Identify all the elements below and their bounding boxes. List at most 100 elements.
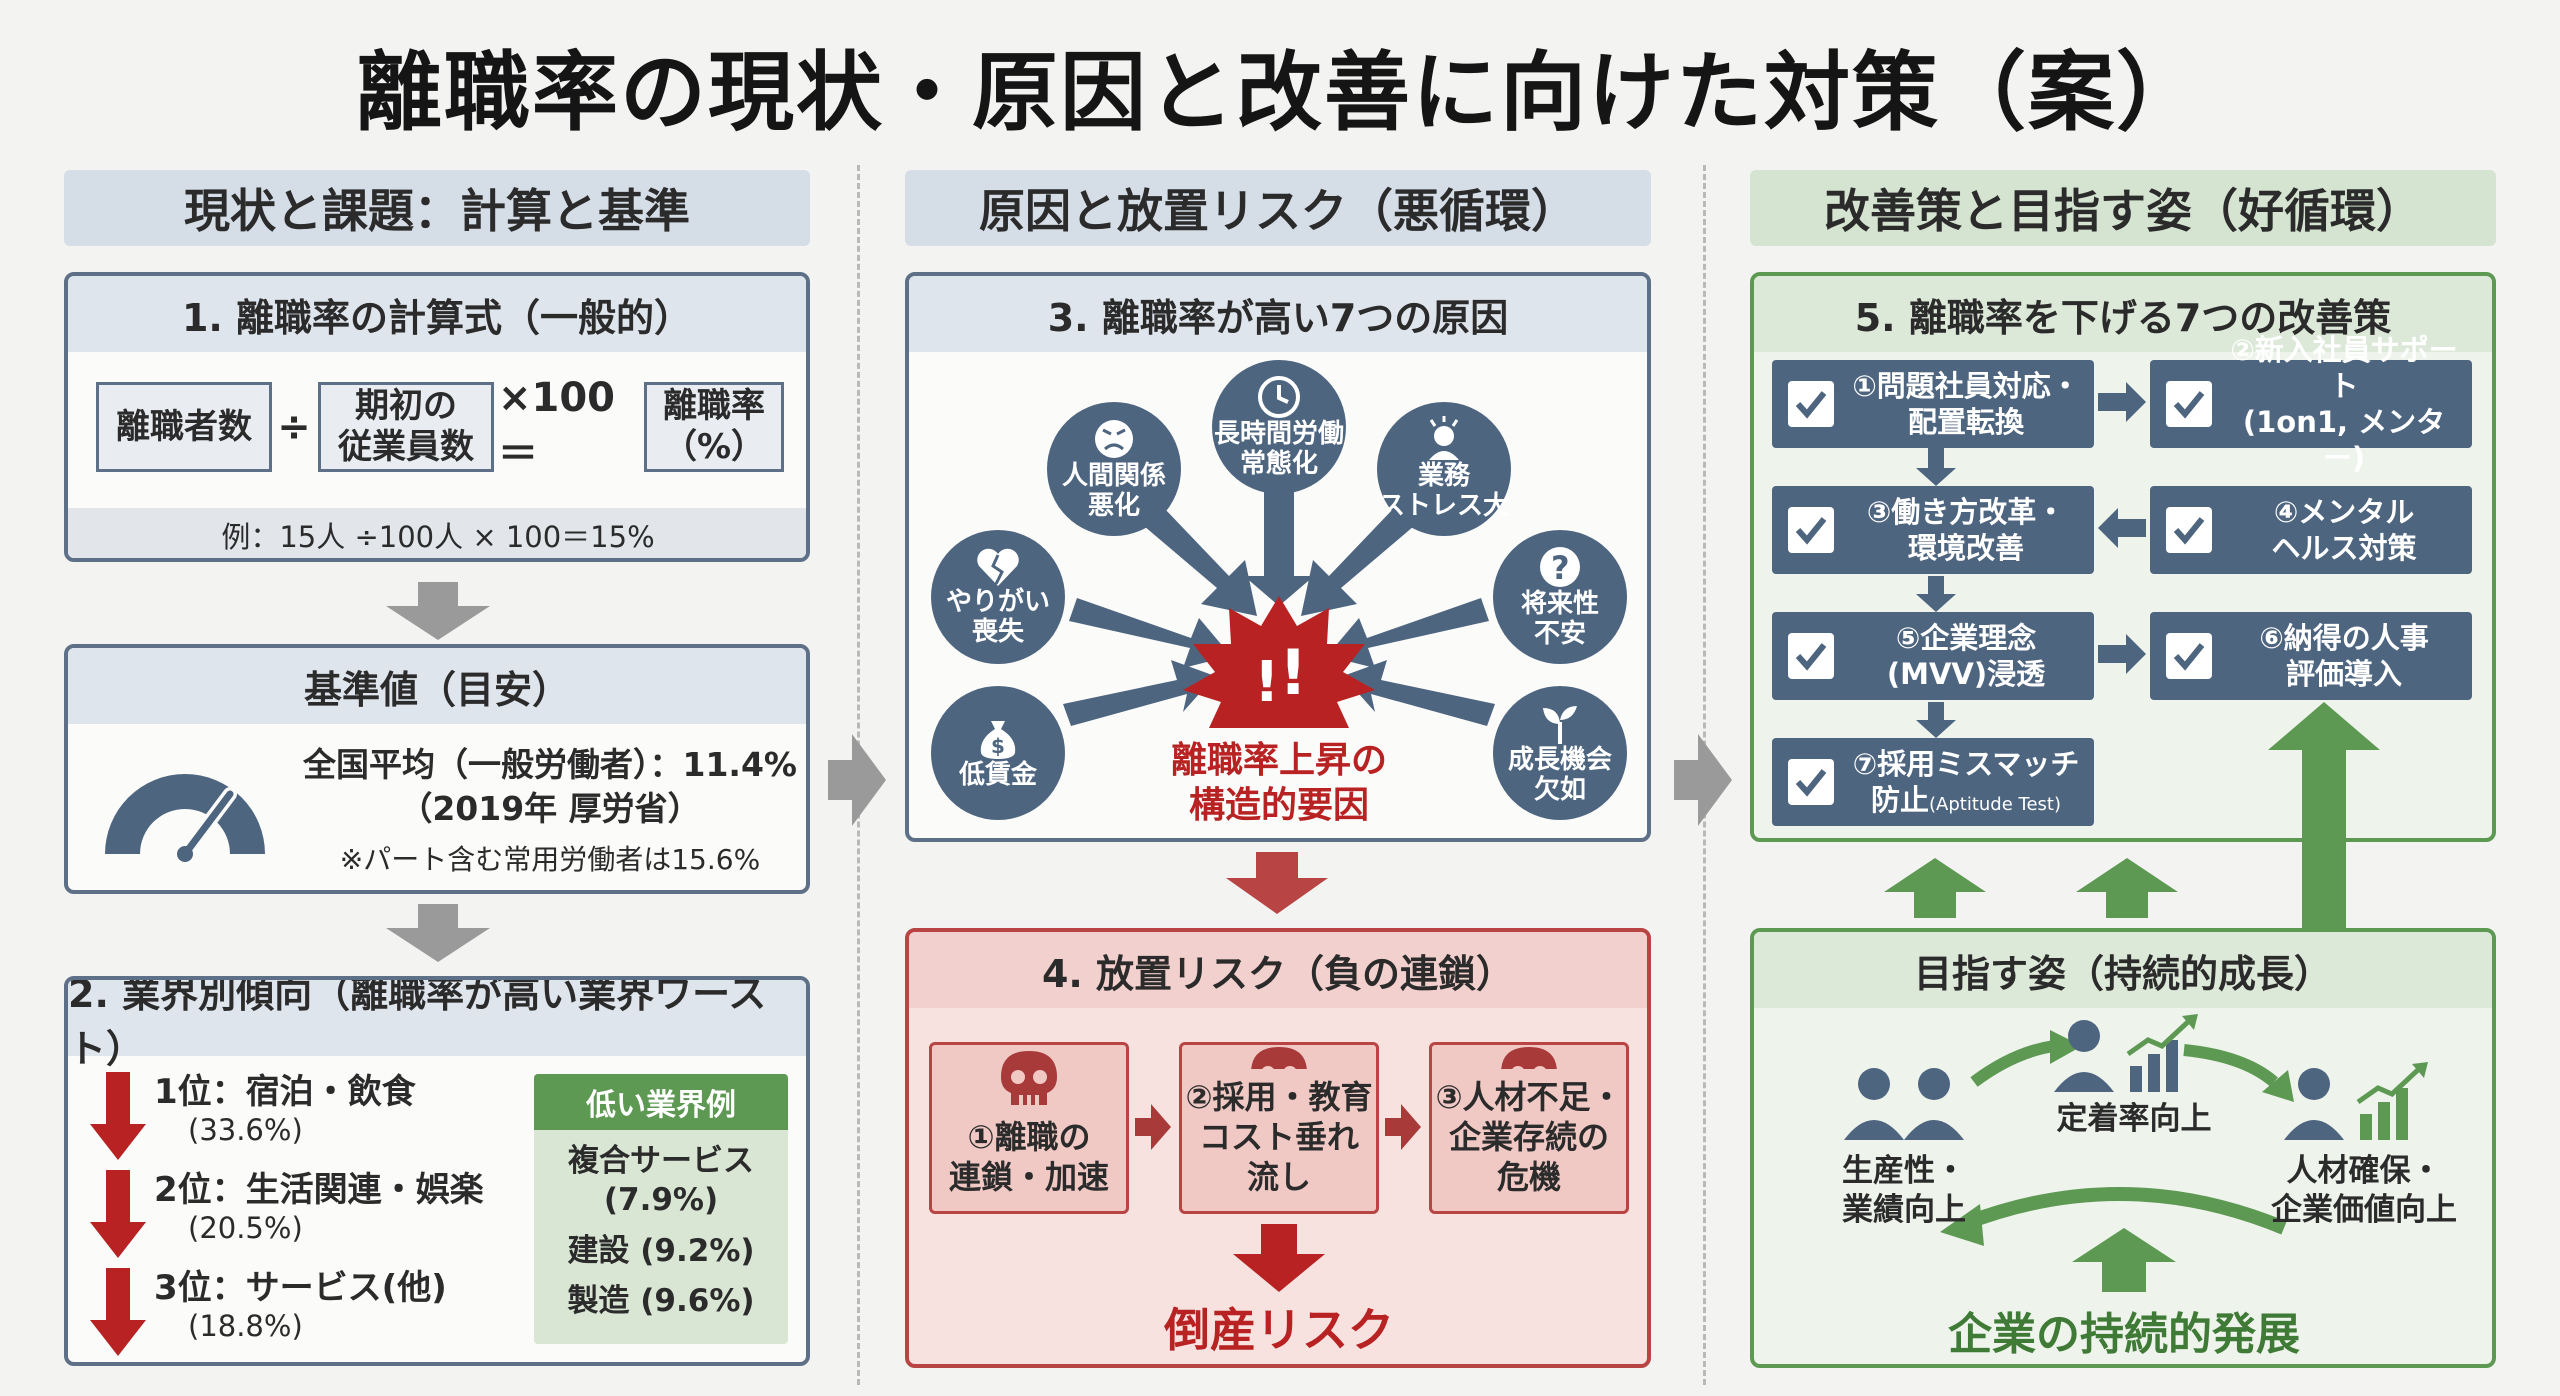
bankruptcy-risk-label: 倒産リスク [1164,1303,1394,1357]
goal-sustainable-development: 企業の持続的発展 [1948,1309,2300,1360]
clock-icon [1258,376,1300,419]
skull-icon [1501,1047,1557,1069]
industry-rank-1: 1位：宿泊・飲食 (33.6%) [154,1072,416,1148]
low-industry-title: 低い業界例 [534,1074,788,1130]
goal-productivity: 生産性・ 業績向上 [1842,1153,1966,1228]
cause-label: やりがい 喪失 [945,587,1050,647]
skull-icon [1251,1047,1307,1069]
risk-chain-1: ①離職の 連鎖・加速 [929,1042,1129,1214]
page-title: 離職率の現状・原因と改善に向けた対策（案） [356,43,2204,143]
risk-chain-label: ①離職の 連鎖・加速 [948,1118,1109,1196]
measure-label: ⑦採用ミスマッチ 防止(Aptitude Test) [1848,746,2094,819]
gauge-icon [105,774,265,862]
question-icon: ? [1540,547,1580,588]
causes-panel: 3. 離職率が高い7つの原因 ! ! [905,272,1651,842]
right-arrow-icon [1674,734,1732,826]
risk-chain-2: ②採用・教育 コスト垂れ 流し [1179,1042,1379,1214]
person-chart-icon [2284,1062,2428,1140]
industry-panel: 2. 業界別傾向（離職率が高い業界ワースト） 1位：宿泊・飲食 (33.6%) … [64,976,810,1366]
angry-face-icon [1095,420,1133,459]
right-arrow-icon [828,734,886,826]
measure-item-2: ②新入社員サポート (1on1, メンター) [2150,333,2472,475]
measure-item-6: ⑥納得の人事 評価導入 [2150,612,2472,700]
column-heading-measures: 改善策と目指す姿（好循環） [1750,170,2496,246]
industry-rank-2: 2位：生活関連・娯楽 (20.5%) [154,1170,484,1246]
measure-label: ④メンタル ヘルス対策 [2271,494,2417,565]
measure-item-4: ④メンタル ヘルス対策 [2150,486,2472,574]
risk-panel: 4. 放置リスク（負の連鎖） ①離職の 連鎖・加速 ②採用・教育 コスト垂れ 流… [905,928,1651,1368]
down-arrow-icon [386,904,490,962]
benchmark-title: 基準値（目安） [68,648,806,724]
risk-chain-3: ③人材不足・ 企業存続の 危機 [1429,1042,1629,1214]
checkbox-icon [1788,507,1834,553]
denominator-box: 期初の 従業員数 [318,382,494,472]
measure-note: (Aptitude Test) [1929,794,2061,815]
benchmark-note: ※パート含む常用労働者は15.6% [339,843,761,876]
goal-retention: 定着率向上 [2056,1101,2212,1137]
measure-item-5: ⑤企業理念 (MVV)浸透 [1772,612,2094,700]
rank-label: 3位：サービス(他) [154,1268,447,1308]
checkbox-icon [2166,507,2212,553]
cycle-arrows [1940,1030,2294,1292]
benchmark-source: （2019年 厚労省） [399,789,701,828]
measure-item-7: ⑦採用ミスマッチ 防止(Aptitude Test) [1772,738,2094,826]
numerator-box: 離職者数 [96,382,272,472]
result-box: 離職率 （%） [644,382,784,472]
low-industry-item: 複合サービス (7.9%) [568,1143,754,1218]
down-arrow-icon [1233,1224,1325,1292]
measure-text: ⑦採用ミスマッチ 防止 [1852,746,2080,817]
up-arrow-icon [2076,858,2178,918]
up-arrow-icon [1884,858,1986,918]
checkbox-icon [1788,759,1834,805]
measure-label: ⑤企業理念 (MVV)浸透 [1886,620,2046,691]
formula-title: 1. 離職率の計算式（一般的） [68,276,806,352]
svg-text:!: ! [1279,636,1307,709]
multiply-symbol: ×100＝ [498,375,616,477]
cause-label: 将来性 不安 [1520,589,1599,649]
cause-long-hours: 長時間労働 常態化 [1212,360,1346,494]
risk-chain-label: ③人材不足・ 企業存続の 危機 [1435,1078,1623,1196]
cause-label: 長時間労働 常態化 [1213,419,1344,479]
broken-heart-icon [977,548,1019,587]
up-arrow-icon [2268,702,2380,928]
svg-text:$: $ [991,734,1005,758]
rank-pct: (33.6%) [188,1112,303,1147]
checkbox-icon [2166,381,2212,427]
sprout-icon [1543,706,1577,745]
goal-talent: 人材確保・ 企業価値向上 [2271,1153,2457,1228]
measure-label: ③働き方改革・ 環境改善 [1866,494,2066,565]
causes-title: 3. 離職率が高い7つの原因 [909,276,1647,352]
cause-label: 低賃金 [958,760,1037,791]
right-arrow-icon [1385,1104,1421,1150]
measure-item-3: ③働き方改革・ 環境改善 [1772,486,2094,574]
cause-no-growth: 成長機会 欠如 [1493,686,1627,820]
low-industry-item: 建設 (9.2%) [567,1232,755,1269]
svg-text:!: ! [1254,650,1280,715]
measures-title: 5. 離職率を下げる7つの改善策 [1754,276,2492,352]
cause-lost-motivation: やりがい 喪失 [931,530,1065,664]
rank-pct: (18.8%) [188,1308,303,1343]
measure-item-1: ①問題社員対応・ 配置転換 [1772,360,2094,448]
cause-relationships: 人間関係 悪化 [1047,402,1181,536]
cause-arrows: ! ! [1063,481,1495,728]
money-bag-icon: $ [980,721,1016,760]
column-heading-status: 現状と課題：計算と基準 [64,170,810,246]
measures-panel: 5. 離職率を下げる7つの改善策 ①問題社員対応・ 配置転換 [1750,272,2496,842]
right-arrow-icon [1135,1104,1171,1150]
person-growth-icon [2054,1014,2198,1092]
goal-title: 目指す姿（持続的成長） [1754,932,2492,1008]
rank-pct: (20.5%) [188,1210,303,1245]
down-arrow-icon [1226,852,1328,914]
people-icon [1844,1068,1964,1140]
down-arrow-icon [386,582,490,640]
checkbox-icon [2166,633,2212,679]
benchmark-national-average: 全国平均（一般労働者）：11.4% [303,745,797,784]
checkbox-icon [1788,381,1834,427]
down-red-arrow-icon [90,1268,146,1356]
measure-label: ⑥納得の人事 評価導入 [2259,620,2429,691]
svg-text:?: ? [1551,549,1570,587]
benchmark-panel: 基準値（目安） 全国平均（一般労働者）：11.4% （2019年 厚労省） ※パ… [64,644,810,894]
industry-title: 2. 業界別傾向（離職率が高い業界ワースト） [68,980,806,1071]
cause-label: 成長機会 欠如 [1507,745,1612,805]
